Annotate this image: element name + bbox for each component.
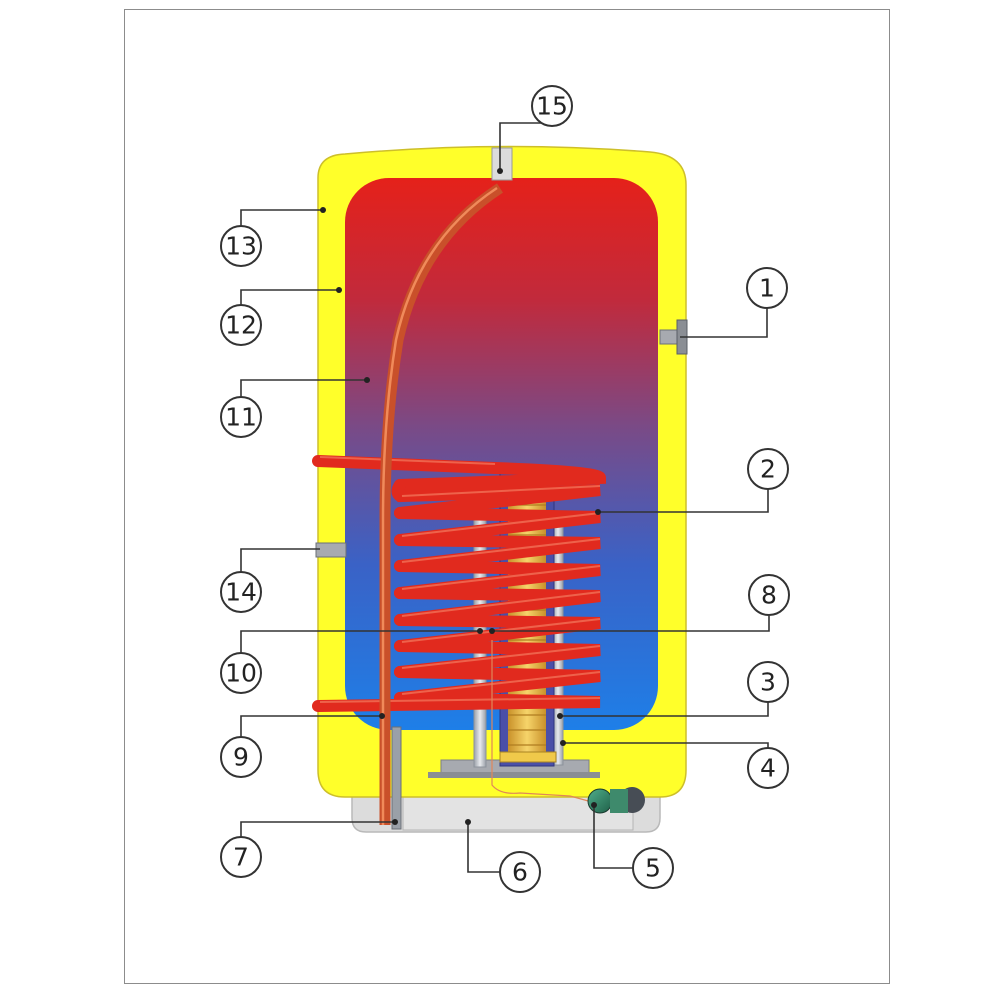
- callout-label: 5: [645, 854, 661, 883]
- callout-label: 10: [225, 659, 257, 688]
- diagram-frame: [124, 9, 890, 984]
- callout-label: 7: [233, 843, 249, 872]
- callout-9: 9: [220, 736, 262, 778]
- thermostat-knob-cap: [610, 789, 628, 813]
- element-base: [499, 751, 557, 763]
- dip-tube: [379, 183, 503, 825]
- callout-15: 15: [531, 85, 573, 127]
- dip-tube-highlight: [381, 186, 498, 825]
- callout-4: 4: [747, 747, 789, 789]
- callout-label: 8: [761, 581, 777, 610]
- callout-11: 11: [220, 396, 262, 438]
- callout-13: 13: [220, 225, 262, 267]
- callout-14: 14: [220, 571, 262, 613]
- callout-label: 3: [760, 668, 776, 697]
- heat-exchanger-coil: [312, 455, 607, 712]
- callout-label: 6: [512, 858, 528, 887]
- heat-exchanger-highlights: [319, 456, 601, 703]
- leader-lines: [240, 122, 770, 873]
- top-outlet-connection: [491, 147, 513, 181]
- callout-2: 2: [747, 448, 789, 490]
- callout-5: 5: [632, 847, 674, 889]
- callout-label: 13: [225, 232, 257, 261]
- flange-bolts: [428, 772, 600, 778]
- callout-12: 12: [220, 304, 262, 346]
- callout-label: 11: [225, 403, 257, 432]
- callout-6: 6: [499, 851, 541, 893]
- callout-10: 10: [220, 652, 262, 694]
- callout-label: 12: [225, 311, 257, 340]
- callout-label: 4: [760, 754, 776, 783]
- callout-label: 9: [233, 743, 249, 772]
- callout-label: 14: [225, 578, 257, 607]
- callout-1: 1: [746, 267, 788, 309]
- thermostat-knob: [587, 788, 613, 814]
- callout-label: 1: [759, 274, 775, 303]
- side-connection-left: [315, 542, 347, 558]
- callout-label: 2: [760, 455, 776, 484]
- leader-dots: [320, 168, 601, 825]
- callout-3: 3: [747, 661, 789, 703]
- callout-8: 8: [748, 574, 790, 616]
- callout-label: 15: [536, 92, 568, 121]
- inlet-pipe: [391, 726, 402, 830]
- callout-7: 7: [220, 836, 262, 878]
